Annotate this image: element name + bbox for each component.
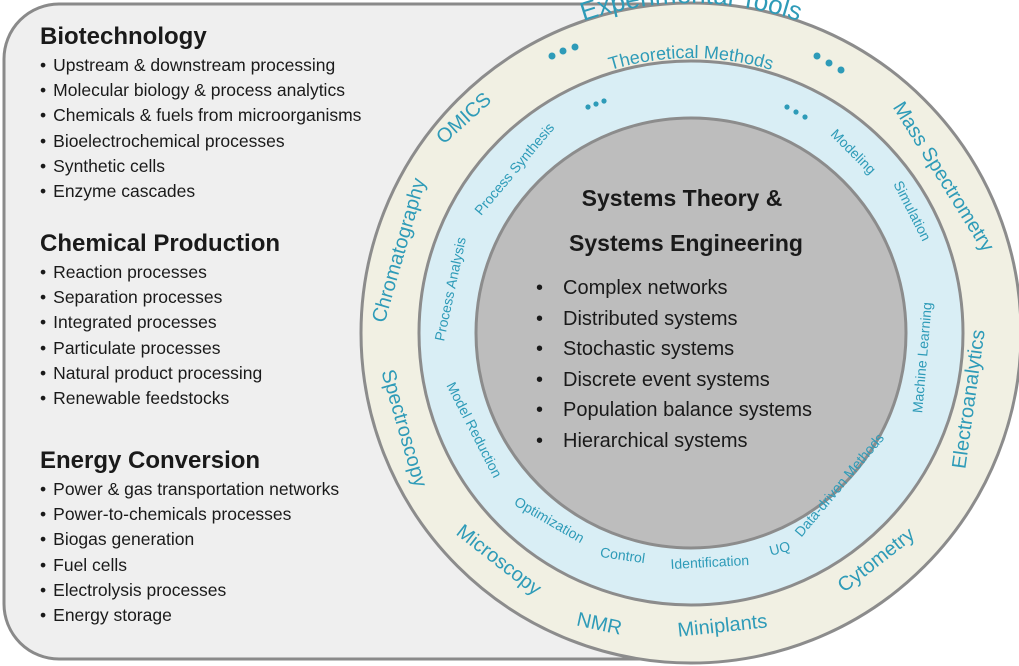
center-item: Hierarchical systems	[563, 430, 747, 452]
list-item: Electrolysis processes	[40, 578, 339, 603]
list-item: Natural product processing	[40, 361, 280, 386]
section-list: Power & gas transportation networks Powe…	[40, 477, 339, 628]
list-item: Biogas generation	[40, 527, 339, 552]
label-identification: Identification	[670, 552, 749, 572]
theoretical-dots-left	[585, 98, 607, 110]
list-item: Bioelectrochemical processes	[40, 129, 361, 154]
center-title-line2: Systems Engineering	[569, 230, 803, 256]
section-list: Reaction processes Separation processes …	[40, 260, 280, 411]
list-item: Synthetic cells	[40, 154, 361, 179]
section-title: Biotechnology	[40, 23, 207, 50]
center-item: Stochastic systems	[563, 338, 734, 360]
center-item: Distributed systems	[563, 308, 738, 330]
center-list: • Complex networks • Distributed systems…	[536, 277, 812, 452]
list-item: Enzyme cascades	[40, 179, 361, 204]
center-title-line1: Systems Theory &	[582, 185, 783, 211]
label-control: Control	[599, 544, 646, 566]
center-bullet: •	[536, 369, 543, 391]
center-bullet: •	[536, 430, 543, 452]
center-bullet: •	[536, 308, 543, 330]
list-item: Molecular biology & process analytics	[40, 78, 361, 103]
center-bullet: •	[536, 338, 543, 360]
section-title: Energy Conversion	[40, 447, 261, 474]
list-item: Power & gas transportation networks	[40, 477, 339, 502]
section-chemical-production: Chemical Production Reaction processes S…	[40, 230, 280, 411]
section-title: Chemical Production	[40, 230, 281, 257]
experimental-dots-right	[813, 52, 845, 74]
center-item: Population balance systems	[563, 399, 812, 421]
theoretical-dots-right	[784, 104, 808, 120]
list-item: Power-to-chemicals processes	[40, 502, 339, 527]
section-biotechnology: Biotechnology Upstream & downstream proc…	[40, 23, 361, 204]
list-item: Particulate processes	[40, 336, 280, 361]
center-item: Complex networks	[563, 277, 728, 299]
list-item: Chemicals & fuels from microorganisms	[40, 103, 361, 128]
center-item: Discrete event systems	[563, 369, 770, 391]
section-energy-conversion: Energy Conversion Power & gas transporta…	[40, 447, 339, 628]
experimental-dots-left	[548, 43, 579, 60]
center-bullet: •	[536, 277, 543, 299]
list-item: Renewable feedstocks	[40, 386, 280, 411]
list-item: Upstream & downstream processing	[40, 53, 361, 78]
list-item: Reaction processes	[40, 260, 280, 285]
inner-circle	[474, 116, 908, 550]
list-item: Separation processes	[40, 285, 280, 310]
list-item: Energy storage	[40, 603, 339, 628]
list-item: Fuel cells	[40, 553, 339, 578]
label-uq: UQ	[767, 538, 792, 559]
center-bullet: •	[536, 399, 543, 421]
section-list: Upstream & downstream processing Molecul…	[40, 53, 361, 204]
list-item: Integrated processes	[40, 310, 280, 335]
